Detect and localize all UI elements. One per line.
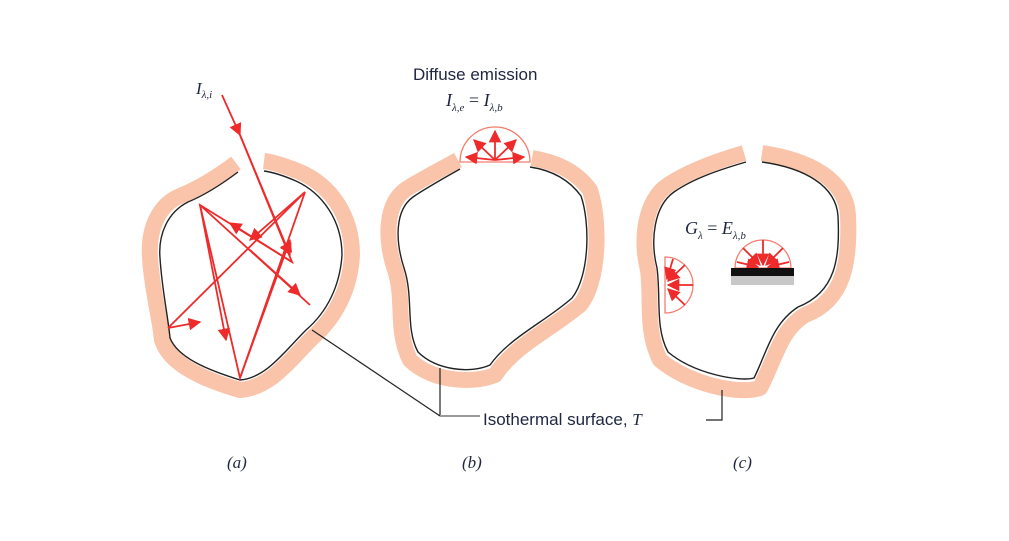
diffuse-emission-label: Diffuse emission (413, 65, 537, 84)
leader-lines (311, 329, 723, 421)
enclosure-c (636, 145, 857, 399)
irradiation-equation: Gλ = Eλ,b (685, 218, 746, 242)
incident-ray (221, 94, 242, 137)
enclosure-a (141, 153, 360, 398)
blackbody-plate (731, 239, 794, 285)
enclosure-b (380, 150, 605, 388)
diffuse-emission-hemisphere (459, 126, 531, 165)
emission-equation: Iλ,e = Iλ,b (445, 90, 503, 114)
reflected-rays-a (167, 94, 311, 382)
panel-label-a: (a) (227, 453, 247, 472)
incident-intensity-label: Iλ,i (195, 79, 212, 101)
isothermal-surface-label: Isothermal surface, T (483, 410, 643, 429)
panel-label-c: (c) (733, 453, 752, 472)
panel-label-b: (b) (462, 453, 482, 472)
irradiation-hemisphere-side (664, 256, 694, 314)
